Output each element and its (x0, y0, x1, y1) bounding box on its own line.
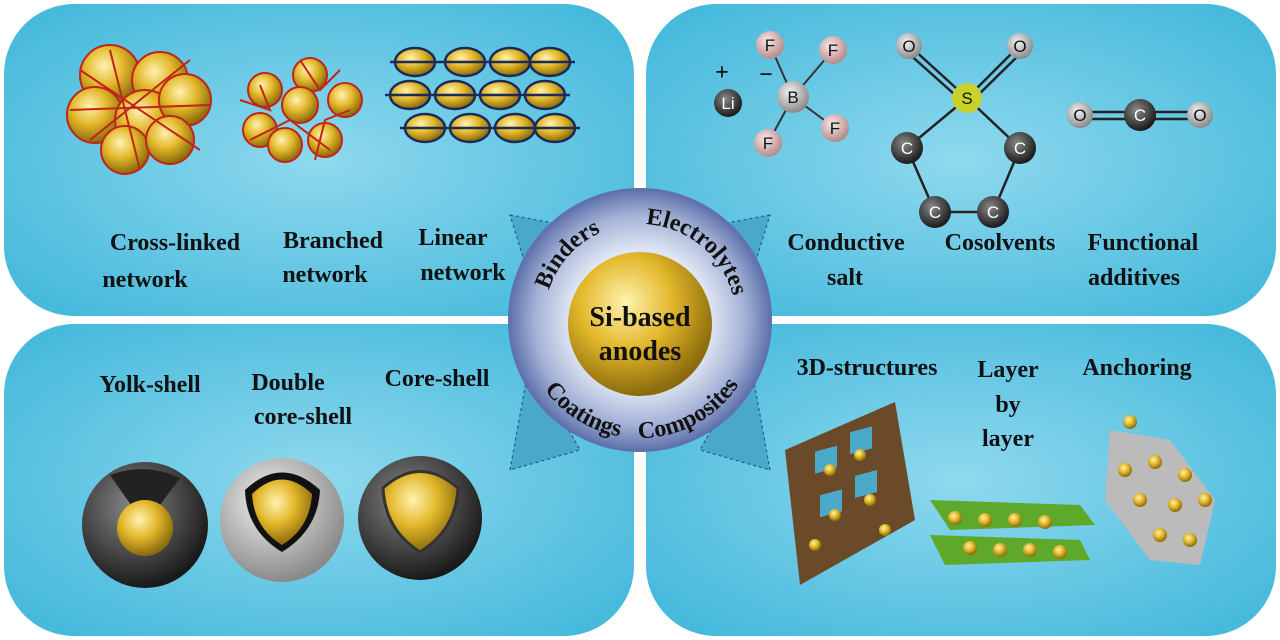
cosolvents-label: Cosolvents (945, 230, 1056, 256)
double-core-shell-illustration (220, 458, 344, 582)
anchoring-label: Anchoring (1082, 355, 1191, 381)
atom-c: C (1014, 139, 1026, 158)
yolk-shell-illustration (82, 462, 208, 588)
lbl-label-2: by (995, 392, 1020, 418)
atom-f: F (765, 36, 775, 55)
atom-li: Li (721, 94, 734, 113)
core-shell-illustration (358, 456, 482, 580)
atom-o: O (1193, 106, 1206, 125)
atom-f: F (830, 119, 840, 138)
center-label-line2: anodes (599, 336, 682, 367)
atom-s: S (961, 89, 972, 108)
branched-label-1: Branched (283, 228, 384, 254)
additives-label-2: additives (1088, 265, 1180, 291)
atom-c: C (1134, 106, 1146, 125)
crosslinked-label-1: Cross-linked (110, 230, 241, 256)
linear-label-2: network (420, 260, 506, 286)
binder-labels: Cross-linked network Branched network Li… (102, 225, 506, 293)
co2-molecule: O C O (1067, 99, 1213, 131)
libf4-molecule: Li + − B F F F F (714, 31, 849, 157)
branched-label-2: network (282, 262, 368, 288)
atom-c: C (901, 139, 913, 158)
electrolytes-panel (646, 4, 1276, 316)
atom-o: O (902, 37, 915, 56)
coating-labels: Yolk-shell Double core-shell Core-shell (99, 366, 489, 430)
atom-c: C (987, 203, 999, 222)
si-sphere (568, 252, 712, 396)
atom-c: C (929, 203, 941, 222)
additives-label-1: Functional (1088, 230, 1199, 256)
center-label-line1: Si-based (589, 302, 691, 333)
sulfolane-molecule: O O S C C C C (891, 33, 1036, 228)
double-core-shell-label-1: Double (251, 370, 325, 396)
3d-structures-label: 3D-structures (797, 355, 938, 381)
li-charge: + (715, 60, 729, 86)
3d-structure-illustration (785, 402, 915, 585)
composite-labels: 3D-structures Layer by layer Anchoring (797, 355, 1192, 452)
atom-b: B (787, 88, 798, 107)
atom-f: F (763, 134, 773, 153)
electrolyte-labels: Conductive salt Cosolvents Functional ad… (787, 230, 1198, 291)
lbl-label-1: Layer (977, 357, 1039, 383)
core-shell-label: Core-shell (385, 366, 490, 392)
lbl-label-3: layer (982, 426, 1034, 452)
atom-f: F (828, 41, 838, 60)
salt-label-2: salt (827, 265, 863, 291)
atom-o: O (1013, 37, 1026, 56)
linear-network-illustration (385, 46, 580, 144)
branched-network-illustration (239, 57, 363, 163)
salt-label-1: Conductive (787, 230, 905, 256)
linear-label-1: Linear (418, 225, 488, 251)
bf4-charge: − (759, 62, 773, 88)
yolk-shell-label: Yolk-shell (99, 372, 201, 398)
atom-o: O (1073, 106, 1086, 125)
anchoring-illustration (1105, 415, 1215, 565)
crosslinked-network-illustration (66, 44, 212, 175)
crosslinked-label-2: network (102, 267, 188, 293)
double-core-shell-label-2: core-shell (254, 404, 353, 430)
layer-by-layer-illustration (930, 500, 1095, 565)
